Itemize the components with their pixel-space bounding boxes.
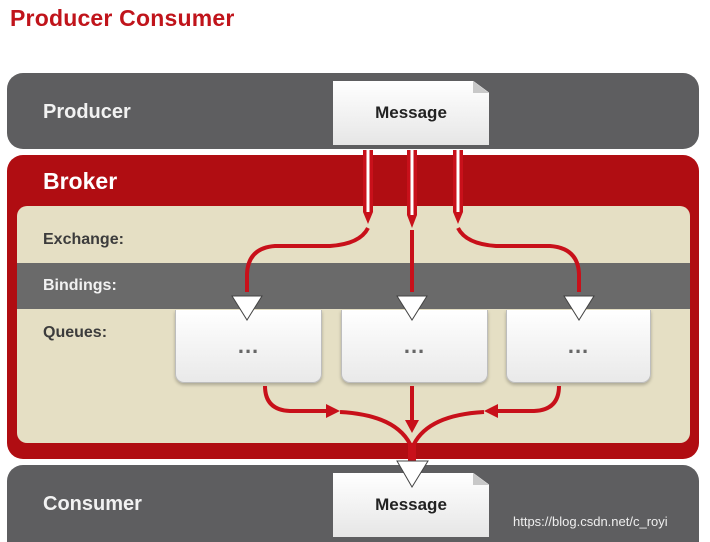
producer-message-document: Message <box>333 81 489 145</box>
producer-label: Producer <box>43 101 131 123</box>
bindings-band <box>17 263 690 309</box>
page-fold-icon <box>473 473 489 485</box>
consumer-label: Consumer <box>43 493 142 515</box>
broker-label: Broker <box>43 168 118 194</box>
page-title: Producer Consumer <box>10 5 235 31</box>
queues-label: Queues: <box>43 324 108 341</box>
bindings-label: Bindings: <box>43 277 117 294</box>
page-fold-icon <box>473 81 489 93</box>
consumer-message-document: Message <box>333 473 489 537</box>
queue-box: ... <box>506 310 651 383</box>
watermark: https://blog.csdn.net/c_royi <box>513 514 668 529</box>
queue-box: ... <box>175 310 322 383</box>
exchange-label: Exchange: <box>43 231 124 248</box>
queue-box: ... <box>341 310 488 383</box>
